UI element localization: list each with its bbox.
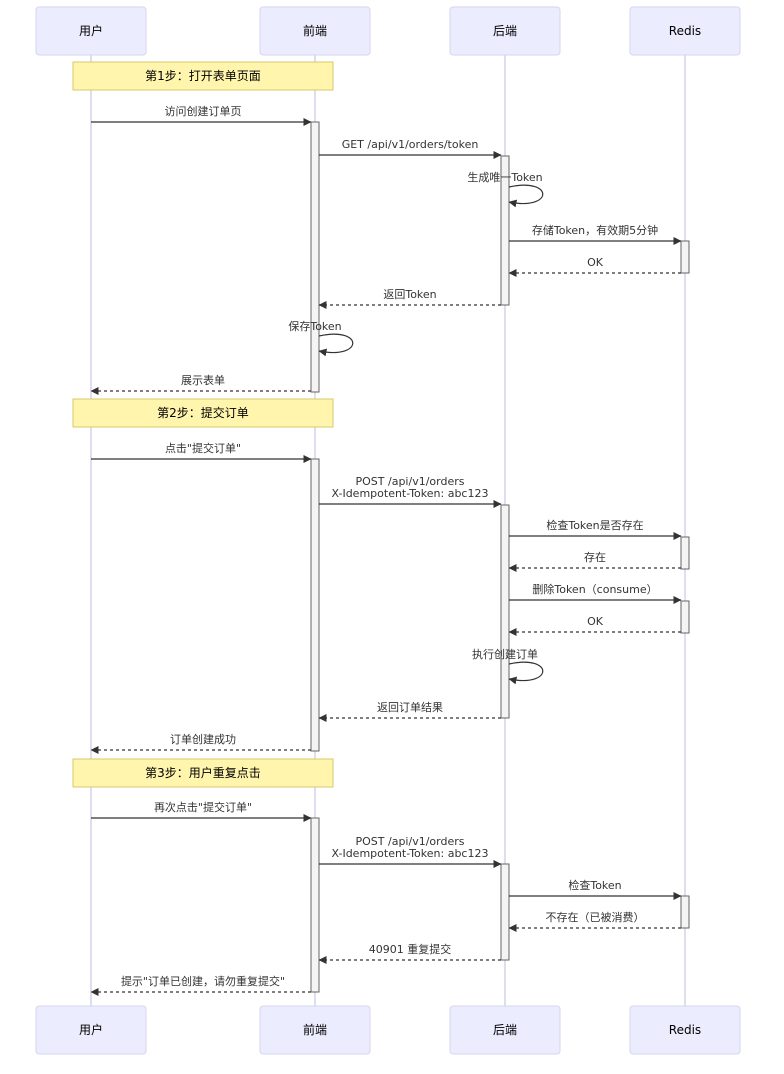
activation-bar-fe (310, 817, 320, 993)
participant-fe-top: 前端 (259, 6, 371, 56)
message-label: 点击"提交订单" (165, 441, 241, 455)
message-14: OK (508, 615, 681, 636)
participant-box (449, 1005, 561, 1055)
message-6: 返回Token (318, 288, 501, 309)
message-1: 访问创建订单页 (91, 104, 312, 126)
activation-bar-redis (680, 536, 690, 570)
participant-label: Redis (669, 1023, 701, 1037)
participant-redis-top: Redis (629, 6, 741, 56)
message-label: 保存Token (288, 319, 341, 333)
self-loop-arrow (508, 184, 544, 208)
message-label: 访问创建订单页 (165, 104, 242, 118)
message-label: 40901 重复提交 (369, 942, 452, 956)
participant-label: 用户 (79, 23, 103, 38)
participant-box (629, 6, 741, 56)
message-18: 再次点击"提交订单" (91, 800, 312, 822)
note-box (72, 61, 334, 91)
self-loop-arrow (318, 333, 354, 357)
activation-bar-be (500, 155, 510, 306)
message-3: 生成唯一Token (467, 170, 544, 208)
message-label: X-Idempotent-Token: abc123 (332, 847, 489, 860)
message-7: 保存Token (288, 319, 354, 357)
participant-label: 前端 (303, 23, 327, 38)
message-13: 删除Token（consume） (509, 582, 682, 604)
message-label: 再次点击"提交订单" (154, 800, 252, 814)
message-label: 存在 (584, 550, 606, 564)
message-20: 检查Token (509, 878, 682, 900)
message-15: 执行创建订单 (472, 647, 544, 685)
message-11: 检查Token是否存在 (509, 518, 682, 540)
participant-box (35, 1005, 147, 1055)
message-5: OK (508, 256, 681, 277)
message-label: 返回Token (383, 288, 436, 301)
participant-be-top: 后端 (449, 6, 561, 56)
activation-bar-fe (310, 458, 320, 752)
step-note-1: 第1步：打开表单页面 (72, 61, 334, 91)
message-label: 不存在（已被消费） (546, 910, 645, 924)
participant-box (629, 1005, 741, 1055)
message-label: 展示表单 (181, 373, 225, 387)
message-8: 展示表单 (90, 373, 311, 395)
participant-label: 后端 (493, 1023, 517, 1037)
message-label: OK (587, 256, 604, 269)
note-box (72, 398, 334, 428)
message-9: 点击"提交订单" (91, 441, 312, 463)
message-label: 执行创建订单 (472, 647, 538, 661)
message-label: GET /api/v1/orders/token (342, 138, 479, 151)
message-23: 提示"订单已创建，请勿重复提交" (90, 974, 311, 996)
participant-redis-bottom: Redis (629, 1005, 741, 1055)
step-note-3: 第3步：用户重复点击 (72, 758, 334, 788)
message-2: GET /api/v1/orders/token (319, 138, 502, 159)
message-16: 返回订单结果 (318, 701, 501, 722)
step-note-2: 第2步：提交订单 (72, 398, 334, 428)
participant-box (259, 1005, 371, 1055)
activation-bar-redis (680, 240, 690, 274)
message-label: 检查Token (568, 878, 621, 892)
message-label: 订单创建成功 (170, 732, 236, 746)
participant-box (449, 6, 561, 56)
message-4: 存储Token，有效期5分钟 (509, 223, 682, 245)
message-21: 不存在（已被消费） (508, 910, 681, 932)
message-label: 生成唯一Token (467, 170, 542, 184)
participant-user-bottom: 用户 (35, 1005, 147, 1055)
participant-box (259, 6, 371, 56)
message-label: POST /api/v1/orders (356, 835, 465, 848)
note-label: 第2步：提交订单 (157, 405, 249, 420)
activation-bar-redis (680, 600, 690, 634)
message-label: 返回订单结果 (377, 701, 443, 714)
participant-label: 后端 (493, 24, 517, 38)
participant-fe-bottom: 前端 (259, 1005, 371, 1055)
activation-bar-be (500, 863, 510, 961)
participant-user-top: 用户 (35, 6, 147, 56)
message-label: 提示"订单已创建，请勿重复提交" (121, 974, 285, 988)
activation-bar-fe (310, 121, 320, 393)
message-22: 40901 重复提交 (318, 942, 501, 964)
note-label: 第3步：用户重复点击 (145, 765, 261, 780)
message-label: 删除Token（consume） (532, 582, 657, 596)
participant-label: 用户 (79, 1022, 103, 1037)
message-12: 存在 (508, 550, 681, 572)
message-label: 存储Token，有效期5分钟 (532, 223, 658, 237)
participant-be-bottom: 后端 (449, 1005, 561, 1055)
participant-label: 前端 (303, 1022, 327, 1037)
message-17: 订单创建成功 (90, 732, 311, 754)
note-label: 第1步：打开表单页面 (145, 69, 261, 83)
message-label: 检查Token是否存在 (546, 518, 643, 532)
self-loop-arrow (508, 661, 544, 685)
message-label: OK (587, 615, 604, 628)
activation-bar-be (500, 504, 510, 719)
participant-label: Redis (669, 24, 701, 38)
message-label: POST /api/v1/orders (356, 475, 465, 488)
activation-bar-redis (680, 895, 690, 929)
message-label: X-Idempotent-Token: abc123 (332, 487, 489, 500)
note-box (72, 758, 334, 788)
participant-box (35, 6, 147, 56)
